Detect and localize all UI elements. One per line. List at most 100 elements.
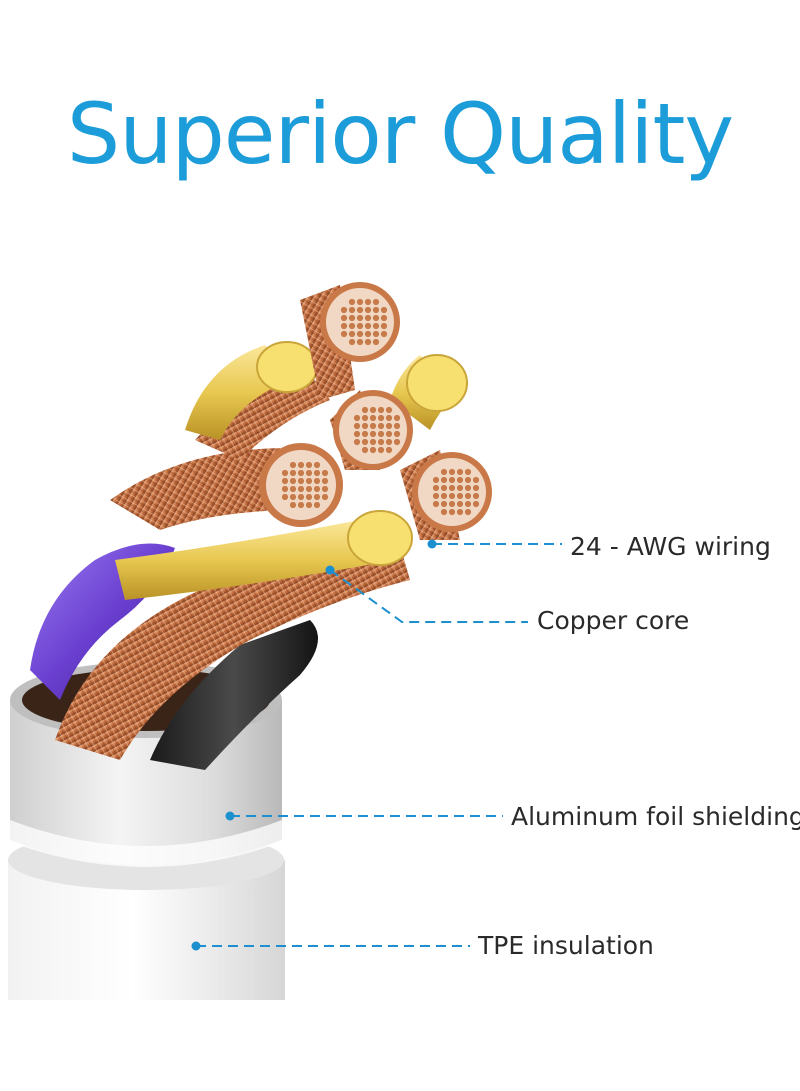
leader-copper-core: [329, 569, 528, 623]
strand-dot: [372, 298, 380, 306]
strand-dot: [393, 438, 401, 446]
strand-dot: [348, 306, 356, 314]
strand-dot: [393, 430, 401, 438]
label-tpe-insulation: TPE insulation: [478, 931, 654, 960]
strand-dot: [432, 476, 440, 484]
strand-dot: [440, 484, 448, 492]
strand-dot: [297, 477, 305, 485]
strand-dot: [372, 338, 380, 346]
strand-dot: [464, 508, 472, 516]
strand-dot: [348, 338, 356, 346]
strand-dot: [369, 422, 377, 430]
strand-dot: [472, 500, 480, 508]
page-title: Superior Quality: [66, 85, 734, 183]
strand-dot: [348, 314, 356, 322]
strand-dot: [289, 493, 297, 501]
strand-dot: [289, 461, 297, 469]
strand-dot: [448, 508, 456, 516]
copper-braid-lower: [55, 545, 410, 760]
strand-dot: [377, 406, 385, 414]
strand-dot: [348, 298, 356, 306]
strand-dot: [448, 484, 456, 492]
strand-dot: [340, 306, 348, 314]
strand-dot: [380, 322, 388, 330]
strand-dot: [321, 493, 329, 501]
strand-dot: [372, 330, 380, 338]
strand-dot: [369, 430, 377, 438]
strand-dot: [448, 468, 456, 476]
strand-dot: [361, 430, 369, 438]
strand-dot: [297, 501, 305, 509]
strand-dot: [297, 493, 305, 501]
strand-dot: [432, 484, 440, 492]
strand-dot: [448, 500, 456, 508]
strand-dot: [448, 476, 456, 484]
strand-dot: [321, 485, 329, 493]
leader-dot: [427, 539, 437, 549]
strand-dot: [464, 484, 472, 492]
strand-dot: [313, 493, 321, 501]
strand-dot: [456, 508, 464, 516]
strand-dot: [356, 322, 364, 330]
strand-dot: [432, 492, 440, 500]
strand-dot: [377, 422, 385, 430]
strand-dot: [448, 492, 456, 500]
strand-dot: [353, 422, 361, 430]
strand-dot: [385, 406, 393, 414]
strand-dot: [305, 477, 313, 485]
leader-dot: [191, 941, 201, 951]
strand-dot: [380, 330, 388, 338]
leader-dot: [225, 811, 235, 821]
strand-dot: [297, 485, 305, 493]
strand-dot: [440, 468, 448, 476]
strand-dot: [385, 430, 393, 438]
strand-dot: [289, 485, 297, 493]
strand-dot: [472, 492, 480, 500]
strand-dot: [313, 501, 321, 509]
strand-dot: [289, 477, 297, 485]
strand-dot: [321, 469, 329, 477]
copper-braid-upper: [110, 448, 300, 530]
strand-dot: [393, 414, 401, 422]
strand-dot: [281, 469, 289, 477]
strand-dot: [372, 314, 380, 322]
strand-dot: [356, 314, 364, 322]
strand-dot: [305, 461, 313, 469]
strand-dot: [385, 414, 393, 422]
strand-dot: [297, 461, 305, 469]
strand-dot: [348, 322, 356, 330]
strand-dot: [377, 446, 385, 454]
strand-dot: [369, 438, 377, 446]
strand-dot: [361, 406, 369, 414]
strand-dot: [456, 484, 464, 492]
strand-dot: [385, 438, 393, 446]
strand-dot: [313, 477, 321, 485]
strand-dot: [456, 476, 464, 484]
strand-dot: [364, 322, 372, 330]
strand-dot: [377, 414, 385, 422]
strand-dot: [361, 422, 369, 430]
strand-dot: [305, 469, 313, 477]
strand-dot: [281, 493, 289, 501]
strand-dot: [313, 485, 321, 493]
label-copper-core: Copper core: [537, 606, 690, 635]
strand-dot: [364, 314, 372, 322]
strand-dot: [393, 422, 401, 430]
strand-dot: [377, 430, 385, 438]
strand-dot: [440, 492, 448, 500]
strand-dot: [464, 476, 472, 484]
strand-dot: [340, 330, 348, 338]
strand-dot: [440, 508, 448, 516]
strand-dot: [369, 414, 377, 422]
strand-dot: [297, 469, 305, 477]
leader-lines: [191, 539, 562, 951]
strand-dot: [364, 298, 372, 306]
strand-dot: [289, 501, 297, 509]
strand-dot: [369, 446, 377, 454]
strand-dot: [305, 485, 313, 493]
strand-dot: [364, 330, 372, 338]
strand-dot: [377, 438, 385, 446]
strand-dot: [340, 314, 348, 322]
strand-dot: [456, 468, 464, 476]
